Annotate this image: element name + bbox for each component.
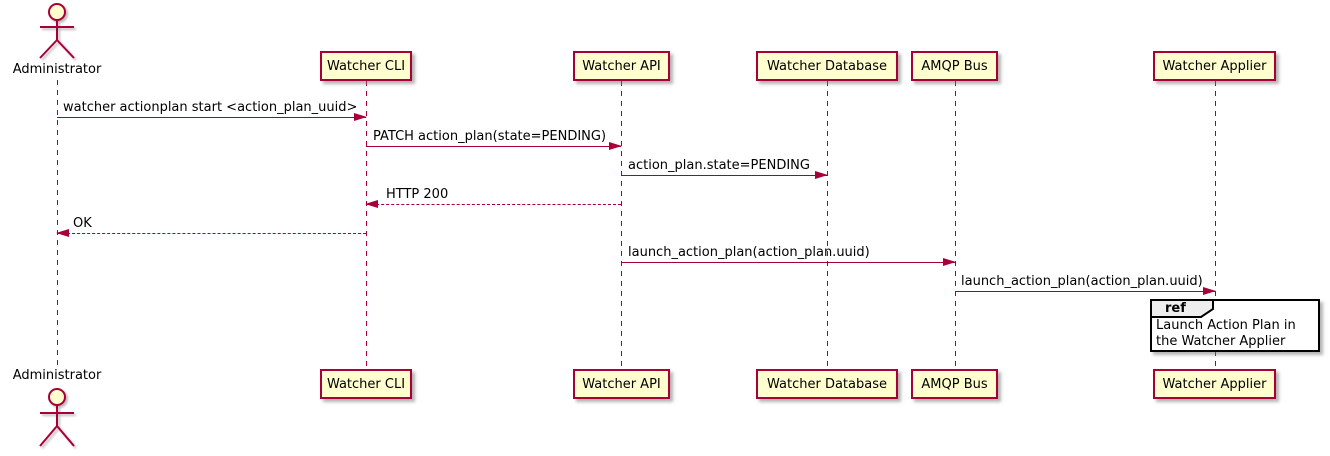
message-line — [57, 233, 366, 234]
participant-label: Watcher Applier — [1162, 58, 1267, 74]
actor-icon — [39, 3, 75, 59]
actor-administrator-bottom-label: Administrator — [12, 368, 102, 383]
arrowhead-icon — [815, 171, 828, 179]
message-4: HTTP 200 — [365, 187, 621, 208]
lifeline-amqp-bus — [955, 81, 956, 369]
message-label: OK — [73, 216, 92, 231]
participant-label: Watcher API — [582, 58, 661, 74]
participant-label: AMQP Bus — [921, 376, 988, 392]
message-label: PATCH action_plan(state=PENDING) — [373, 129, 607, 144]
participant-label: Watcher API — [582, 376, 661, 392]
lifeline-watcher-database — [827, 81, 828, 369]
participant-watcher-applier-top: Watcher Applier — [1153, 51, 1276, 81]
participant-watcher-database-top: Watcher Database — [756, 51, 898, 81]
actor-administrator-top-label: Administrator — [12, 62, 102, 77]
participant-watcher-api-bottom: Watcher API — [573, 369, 670, 399]
lifeline-watcher-cli — [366, 81, 367, 369]
actor-icon — [39, 388, 75, 447]
participant-label: AMQP Bus — [921, 58, 988, 74]
lifeline-watcher-api — [621, 81, 622, 369]
message-line — [366, 204, 621, 205]
message-line — [621, 175, 827, 176]
arrowhead-icon — [365, 200, 378, 208]
message-2: PATCH action_plan(state=PENDING) — [366, 129, 622, 150]
lifeline-watcher-applier — [1215, 81, 1216, 369]
message-line — [366, 146, 621, 147]
lifeline-administrator — [57, 80, 58, 368]
participant-amqp-bus-bottom: AMQP Bus — [911, 369, 998, 399]
ref-text: Launch Action Plan in the Watcher Applie… — [1156, 318, 1296, 349]
message-label: watcher actionplan start <action_plan_uu… — [63, 100, 358, 115]
arrowhead-icon — [1203, 287, 1216, 295]
message-label: launch_action_plan(action_plan.uuid) — [628, 245, 870, 260]
message-label: launch_action_plan(action_plan.uuid) — [961, 274, 1203, 289]
message-label: HTTP 200 — [386, 187, 449, 202]
message-line — [57, 117, 366, 118]
message-1: watcher actionplan start <action_plan_uu… — [57, 100, 367, 121]
message-line — [621, 262, 955, 263]
ref-fragment: ref Launch Action Plan in the Watcher Ap… — [1150, 299, 1320, 352]
message-line — [955, 291, 1215, 292]
arrowhead-icon — [943, 258, 956, 266]
participant-watcher-database-bottom: Watcher Database — [756, 369, 898, 399]
message-5: OK — [56, 216, 366, 237]
participant-watcher-applier-bottom: Watcher Applier — [1153, 369, 1276, 399]
message-7: launch_action_plan(action_plan.uuid) — [955, 274, 1216, 295]
participant-watcher-cli-top: Watcher CLI — [320, 51, 412, 81]
message-3: action_plan.state=PENDING — [621, 158, 828, 179]
participant-label: Watcher CLI — [326, 376, 406, 392]
participant-label: Watcher Applier — [1162, 376, 1267, 392]
message-label: action_plan.state=PENDING — [628, 158, 810, 173]
participant-watcher-cli-bottom: Watcher CLI — [320, 369, 412, 399]
arrowhead-icon — [56, 229, 69, 237]
participant-label: Watcher Database — [767, 58, 887, 74]
message-6: launch_action_plan(action_plan.uuid) — [621, 245, 956, 266]
participant-label: Watcher Database — [767, 376, 887, 392]
arrowhead-icon — [609, 142, 622, 150]
ref-tab-icon — [1150, 299, 1214, 318]
ref-keyword: ref — [1165, 301, 1186, 316]
participant-label: Watcher CLI — [326, 58, 406, 74]
arrowhead-icon — [354, 113, 367, 121]
participant-amqp-bus-top: AMQP Bus — [911, 51, 998, 81]
participant-watcher-api-top: Watcher API — [573, 51, 670, 81]
